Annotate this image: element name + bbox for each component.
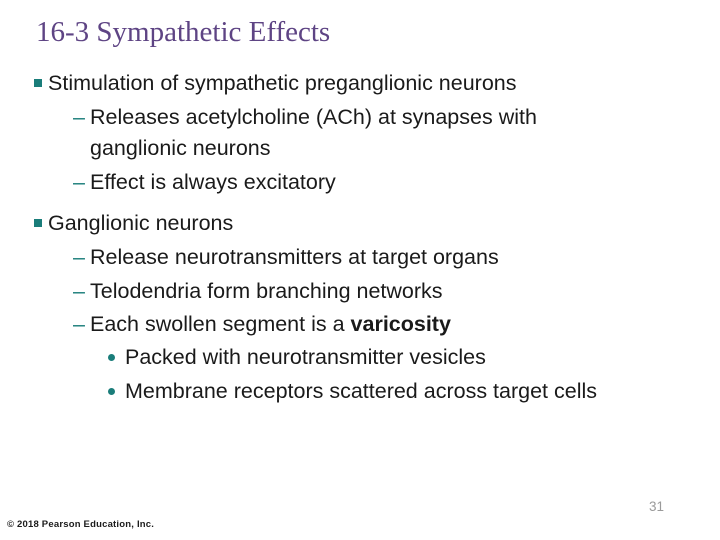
dot-bullet-icon [108,354,115,361]
dash-bullet-icon: – [73,245,85,269]
sub-sub-bullet-text: Packed with neurotransmitter vesicles [125,345,486,369]
sub-bullet-item: – Each swollen segment is a varicosity [73,309,720,340]
square-bullet-icon [34,79,42,87]
page-number: 31 [648,499,664,514]
dash-bullet-icon: – [73,170,85,194]
sub-bullet-item: – Releases acetylcholine (ACh) at synaps… [73,102,720,164]
slide-title: 16-3 Sympathetic Effects [36,16,331,48]
sub-sub-bullet-item: Packed with neurotransmitter vesicles [108,342,720,373]
slide-body: Stimulation of sympathetic preganglionic… [0,68,720,407]
sub-sub-bullet-text: Membrane receptors scattered across targ… [125,379,598,403]
sub-bullet-text: Releases acetylcholine (ACh) at synapses… [90,105,537,160]
bullet-text: Ganglionic neurons [48,211,234,235]
sub-bullet-item: – Telodendria form branching networks [73,276,720,307]
dot-bullet-icon [108,388,115,395]
dash-bullet-icon: – [73,279,85,303]
sub-bullet-item: – Effect is always excitatory [73,167,720,198]
dash-bullet-icon: – [73,312,85,336]
sub-bullet-text: Effect is always excitatory [90,170,336,194]
sub-bullet-text: Telodendria form branching networks [90,279,443,303]
bullet-item: Ganglionic neurons [34,208,720,239]
copyright-notice: © 2018 Pearson Education, Inc. [7,519,155,530]
key-term: varicosity [350,312,451,336]
sub-bullet-text-prefix: Each swollen segment is a [90,312,351,336]
sub-sub-bullet-item: Membrane receptors scattered across targ… [108,376,720,407]
dash-bullet-icon: – [73,105,85,129]
sub-bullet-item: – Release neurotransmitters at target or… [73,242,720,273]
sub-bullet-text: Each swollen segment is a varicosity [90,309,451,340]
sub-bullet-text: Release neurotransmitters at target orga… [90,245,499,269]
square-bullet-icon [34,219,42,227]
bullet-text: Stimulation of sympathetic preganglionic… [48,71,517,95]
bullet-item: Stimulation of sympathetic preganglionic… [34,68,720,99]
